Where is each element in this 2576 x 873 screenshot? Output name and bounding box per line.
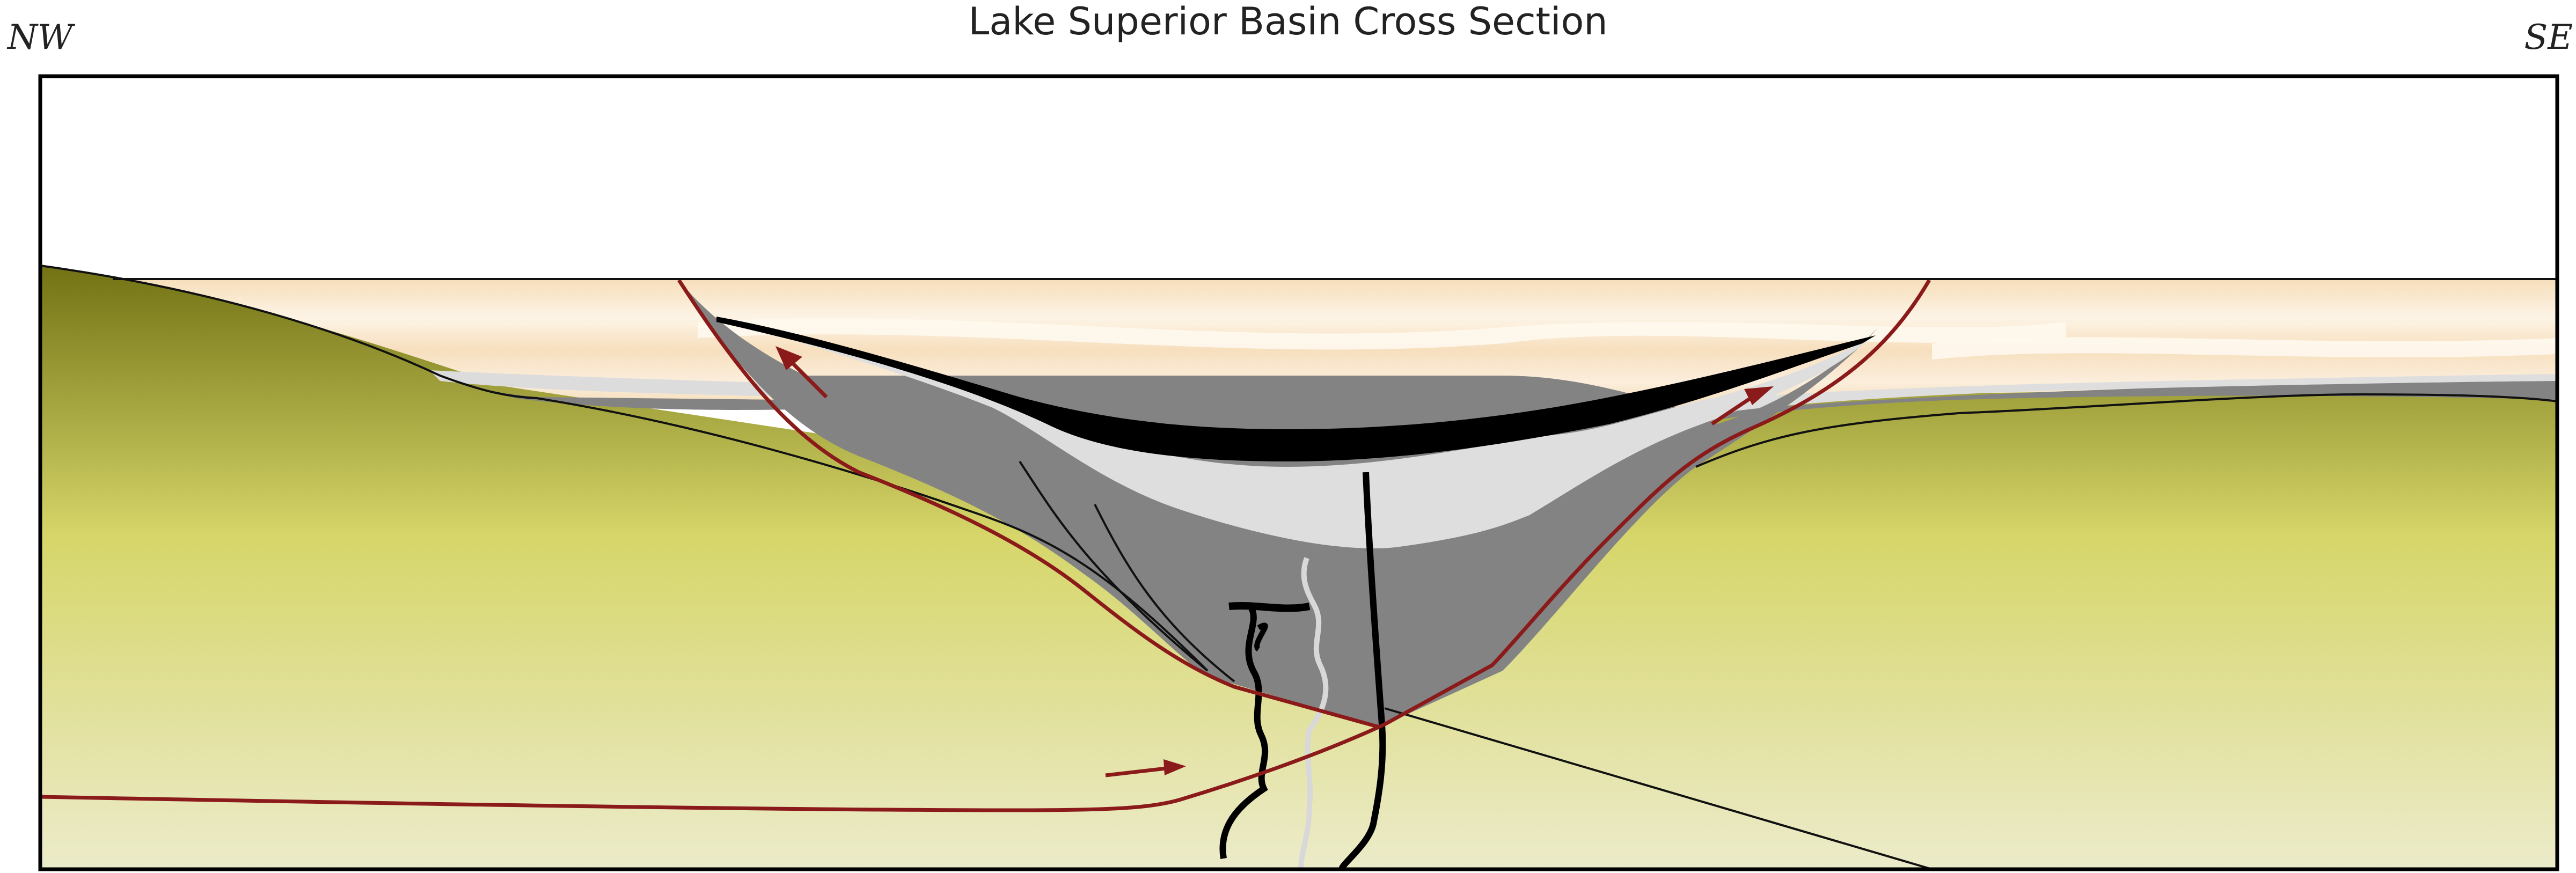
sediment-wisp: [1932, 337, 2557, 360]
bedrock-contact-line: [40, 265, 1209, 672]
dike: [1219, 604, 1269, 859]
dike: [1338, 472, 1386, 869]
fault-detachment: [40, 795, 1182, 812]
basin-fill-light: [714, 317, 1873, 548]
dike-pale: [1298, 557, 1329, 869]
grey-band-right: [1696, 380, 2557, 424]
internal-bedding-line: [1019, 460, 1209, 672]
marker-bed: [716, 317, 1876, 461]
fault-right: [1180, 279, 1931, 802]
sediment-wisp: [698, 318, 2066, 350]
diagram-frame: [38, 74, 2559, 871]
displacement-arrow: [1105, 759, 1186, 777]
dike-sill: [1228, 601, 1311, 612]
pale-layer-left: [429, 370, 805, 397]
grey-sliver-left: [440, 376, 859, 410]
pale-band-right: [1707, 374, 2557, 413]
direction-label-se: SE: [2524, 18, 2573, 57]
detachment-line: [1384, 707, 1933, 869]
dike-sill: [1254, 622, 1268, 652]
direction-label-nw: NW: [8, 18, 73, 57]
fault-left: [677, 279, 1380, 729]
diagram-title: Lake Superior Basin Cross Section: [968, 0, 1608, 43]
displacement-arrow: [775, 346, 828, 399]
displacement-arrow: [1711, 386, 1774, 426]
bedrock-contact-line-right: [1695, 393, 2557, 468]
internal-bedding-line: [1094, 504, 1235, 683]
